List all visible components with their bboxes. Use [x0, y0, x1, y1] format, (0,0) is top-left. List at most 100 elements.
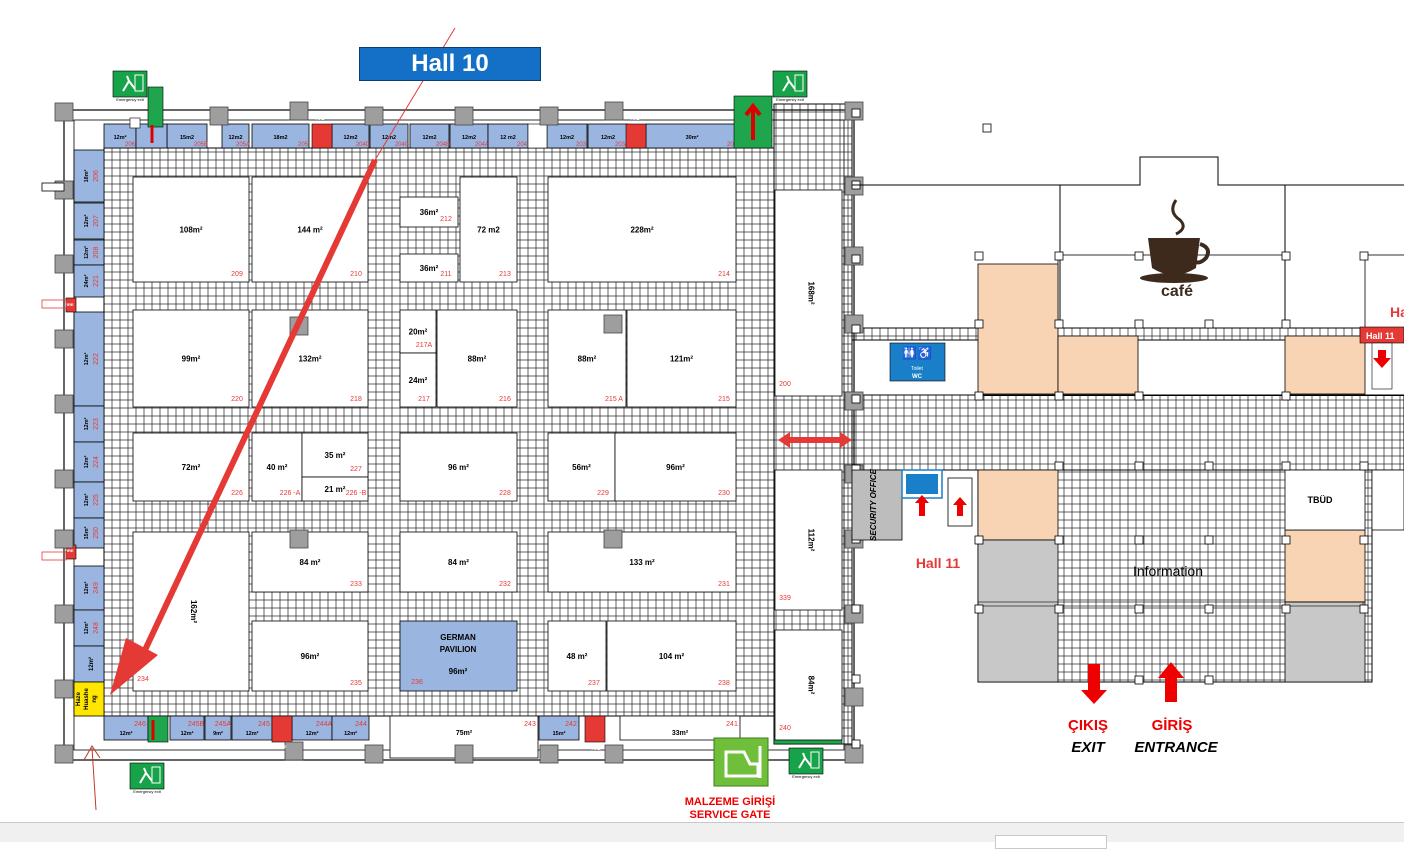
top-booth-num: 202: [727, 142, 738, 148]
top-booth-area: 18m2: [273, 135, 287, 141]
top-booth-num: 204: [517, 142, 528, 148]
top-booth-area: 12m2: [343, 135, 357, 141]
bottom-booth-area: 12m²: [120, 730, 133, 737]
toilet-label: WC: [912, 374, 923, 380]
marker: [1134, 535, 1144, 545]
booth-211: [399, 253, 459, 283]
left-booth-num: 223: [93, 418, 100, 430]
top-booth-area: 12m2: [560, 135, 574, 141]
left-booth-area: 24m²: [83, 274, 90, 287]
booth-228: [399, 432, 518, 502]
booth-area: 21 m²: [325, 485, 346, 494]
column: [54, 254, 74, 274]
booth-area: 20m²: [409, 328, 428, 337]
column: [54, 604, 74, 624]
escalator-icon-inner: [906, 474, 938, 494]
german-pavilion-label: GERMAN: [440, 633, 476, 642]
line: [977, 601, 1364, 607]
booth-num: 200: [779, 381, 791, 388]
booth-num: 229: [597, 490, 609, 497]
booth-area: 72 m2: [477, 226, 500, 235]
left-booth-area: 12m²: [83, 246, 90, 259]
cafe-icon: [1140, 199, 1210, 283]
booth-217: [399, 352, 437, 408]
booth-num: 238: [718, 680, 730, 687]
column: [364, 106, 384, 126]
booth-240: [774, 629, 843, 741]
exit-arrow-icon: [1081, 664, 1107, 704]
marker: [974, 604, 984, 614]
booth-226 -B: [301, 476, 369, 502]
booth-area: 112m²: [807, 529, 816, 552]
green-door-top: [147, 86, 164, 128]
booth-233: [251, 531, 369, 593]
booth-num: 214: [718, 271, 730, 278]
bottom-booth-244: [331, 715, 370, 741]
booth-231: [547, 531, 737, 593]
column: [603, 314, 623, 334]
booth-num: 215: [718, 396, 730, 403]
marker: [974, 319, 984, 329]
column: [604, 744, 624, 764]
pillar-small: [851, 254, 861, 264]
booth-339: [774, 469, 843, 611]
left-booth-num: 207: [93, 215, 100, 227]
service-gate-icon: [713, 737, 769, 787]
left-booth-num: 221: [93, 275, 100, 287]
top-booth-num: 205B: [194, 142, 208, 148]
bottom-booth-area: 12m²: [344, 730, 357, 737]
bottom-booth-num: 241: [726, 721, 738, 728]
booth-num: 218: [350, 396, 362, 403]
left-booth-num: 208: [93, 247, 100, 259]
booth-area: 40 m²: [267, 463, 288, 472]
booth-num: 215 A: [605, 396, 623, 403]
up-arrow-icon: [915, 495, 929, 516]
booth-area: 36m²: [420, 264, 439, 273]
top-booth-204: [487, 123, 529, 149]
top-booth-num: 206: [125, 142, 136, 148]
bottom-booth-area: 9m²: [213, 730, 223, 737]
marker: [974, 251, 984, 261]
booth-area: 132m²: [298, 355, 321, 364]
column: [603, 529, 623, 549]
fire-label: FIRE: [64, 548, 73, 553]
left-booth-num: 250: [93, 527, 100, 539]
left-booth-num: 222: [93, 353, 100, 365]
left-booth-num: 248: [93, 622, 100, 634]
booth-area: 84 m²: [448, 558, 469, 567]
booth-num: 231: [718, 581, 730, 588]
cikis-label: ÇIKIŞ: [1068, 717, 1108, 734]
column: [364, 744, 384, 764]
top-booth-area: 12m2: [228, 135, 242, 141]
booth-num: 227: [350, 466, 362, 473]
marker: [1134, 319, 1144, 329]
big-arrow-shaft: [142, 158, 378, 652]
booth-num: 237: [588, 680, 600, 687]
booth-area: 56m²: [572, 463, 591, 472]
marker: [1359, 251, 1369, 261]
information-label: Information: [1133, 563, 1203, 579]
booth-num: 209: [231, 271, 243, 278]
left-stub: [41, 182, 65, 192]
booth-num: 226 -B: [346, 490, 367, 497]
bottom-booth-num: 244A: [316, 721, 333, 728]
down-arrow-icon: [1373, 350, 1391, 368]
top-booth-204B: [409, 123, 450, 149]
booth-213: [459, 176, 518, 283]
beige-room: [977, 263, 1059, 395]
left-booth-area: 12m²: [83, 417, 90, 430]
left-booth-247: [73, 645, 105, 683]
top-booth-204A: [449, 123, 489, 149]
column: [54, 744, 74, 764]
beige-room: [1284, 529, 1366, 603]
hall11-sign-label: Hall 11: [1366, 331, 1395, 341]
bottom-booth-245: [231, 715, 273, 741]
booth-area: 72m²: [182, 463, 201, 472]
booth-220: [132, 309, 250, 408]
top-booth-area: 15m2: [180, 135, 194, 141]
booth-218: [251, 309, 369, 408]
top-booth-num: 203A: [615, 142, 629, 148]
booth-area: 162m²: [189, 600, 198, 623]
emergency-exit-sign: Emergency exit: [772, 70, 808, 102]
